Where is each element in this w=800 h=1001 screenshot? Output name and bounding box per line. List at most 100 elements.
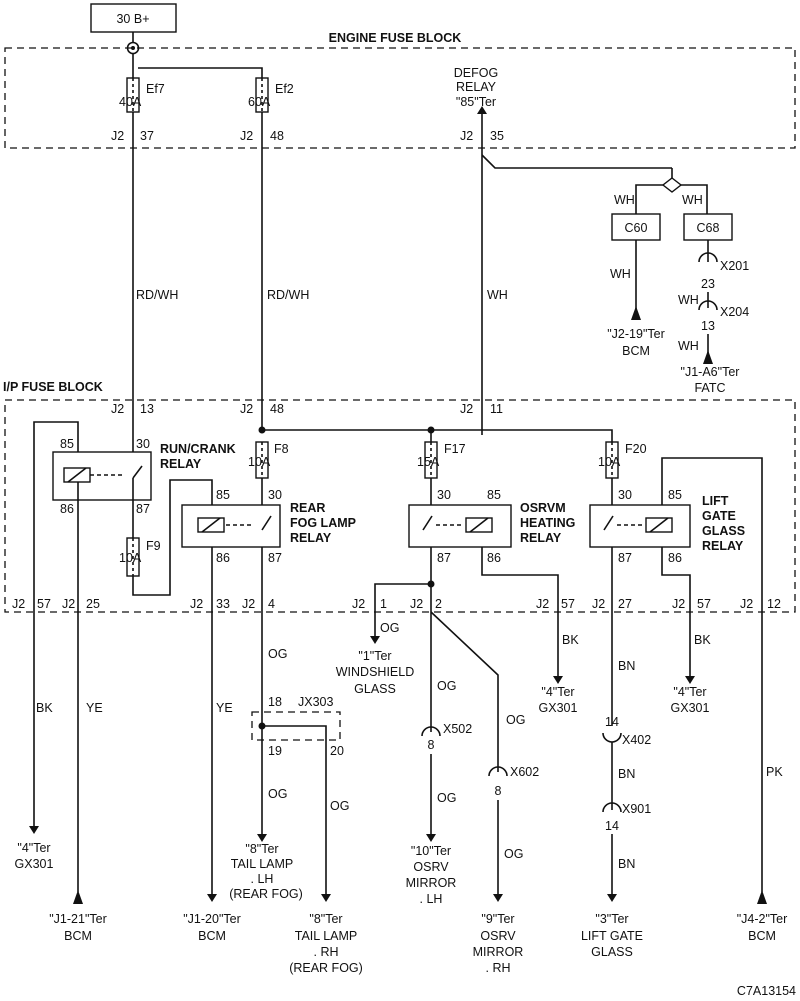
pin-37: 37 [140, 129, 154, 143]
pin-48: 48 [270, 129, 284, 143]
relay-rear-fog-line1: REAR [290, 501, 325, 515]
pin-57b: 57 [561, 597, 575, 611]
defog-relay-line2: RELAY [456, 80, 497, 94]
connector-x502-label: X502 [443, 722, 472, 736]
relay-osrvm-pin-85: 85 [487, 488, 501, 502]
terminal-tail-lh-line1: "8"Ter [245, 842, 278, 856]
wire-color-wh-x201: WH [678, 293, 699, 307]
pin-j2-57a-connector: J2 [12, 597, 25, 611]
terminal-j2-19-line1: "J2-19"Ter [607, 327, 665, 341]
relay-lift-gate-pin-85: 85 [668, 488, 682, 502]
terminal-j1-21-line1: "J1-21"Ter [49, 912, 107, 926]
wire-color-bk-left: BK [36, 701, 53, 715]
terminal-tail-lh-line2: TAIL LAMP [231, 857, 294, 871]
relay-osrvm-pin-86: 86 [487, 551, 501, 565]
wire-color-bk-mid: BK [562, 633, 579, 647]
terminal-gx301-mid-line1: "4"Ter [541, 685, 574, 699]
engine-fuse-block [4, 47, 796, 149]
pin-35: 35 [490, 129, 504, 143]
connector-x201-symbol [698, 252, 718, 263]
junction-jx303 [251, 711, 341, 741]
pin-11: 11 [490, 402, 503, 416]
terminal-osrv-lh-line3: MIRROR [406, 876, 457, 890]
terminal-osrv-rh-line4: . RH [486, 961, 511, 975]
connector-x204-symbol [698, 300, 718, 311]
fuse-ef7-rating: 40A [119, 95, 142, 109]
pin-j2-27-connector: J2 [592, 597, 605, 611]
relay-lift-gate-pin-30: 30 [618, 488, 632, 502]
connector-x201-pin: 23 [701, 277, 715, 291]
power-source-box [90, 3, 177, 33]
connector-x201-label: X201 [720, 259, 749, 273]
pin-57c: 57 [697, 597, 711, 611]
wire-color-bk-right: BK [694, 633, 711, 647]
terminal-j4-2-line1: "J4-2"Ter [737, 912, 788, 926]
power-source-label: 30 B+ [116, 12, 149, 26]
relay-run-crank [52, 451, 152, 501]
connector-x402-pin: 14 [605, 715, 619, 729]
relay-osrvm-line3: RELAY [520, 531, 562, 545]
wire-color-og-4: OG [437, 679, 456, 693]
terminal-windshield-line1: "1"Ter [358, 649, 391, 663]
wire-color-rdwh-2: RD/WH [267, 288, 309, 302]
connector-c68-label: C68 [697, 221, 720, 235]
pin-57a: 57 [37, 597, 51, 611]
pin-1: 1 [380, 597, 387, 611]
wire-color-wh-c60: WH [610, 267, 631, 281]
relay-osrvm-pin-30: 30 [437, 488, 451, 502]
connector-x402-symbol [602, 732, 622, 743]
pin-j2-12-connector: J2 [740, 597, 753, 611]
relay-lift-gate-line1: LIFT [702, 494, 729, 508]
pin-2: 2 [435, 597, 442, 611]
fuse-f17-rating: 15A [417, 455, 440, 469]
relay-run-crank-pin-30: 30 [136, 437, 150, 451]
terminal-lift-gate-line1: "3"Ter [595, 912, 628, 926]
terminal-osrv-rh-line2: OSRV [480, 929, 516, 943]
relay-osrvm-line2: HEATING [520, 516, 575, 530]
relay-osrvm [408, 504, 512, 548]
terminal-gx301-right-line2: GX301 [671, 701, 710, 715]
terminal-j1-20-line1: "J1-20"Ter [183, 912, 241, 926]
terminal-windshield-line2: WINDSHIELD [336, 665, 414, 679]
wire-color-og-2: OG [268, 787, 287, 801]
terminal-lift-gate-line2: LIFT GATE [581, 929, 643, 943]
pin-j2-13-connector: J2 [111, 402, 124, 416]
connector-x204-pin: 13 [701, 319, 715, 333]
terminal-tail-rh-line2: TAIL LAMP [295, 929, 358, 943]
connector-x502-pin: 8 [428, 738, 435, 752]
connector-x502-symbol [421, 726, 441, 737]
defog-relay-line1: DEFOG [454, 66, 498, 80]
relay-rear-fog-pin-85: 85 [216, 488, 230, 502]
pin-j2-35-connector: J2 [460, 129, 473, 143]
wire-color-og-6: OG [506, 713, 525, 727]
fuse-ef2-rating: 60A [248, 95, 271, 109]
terminal-j1-a6-line1: "J1-A6"Ter [681, 365, 740, 379]
terminal-osrv-lh-line4: . LH [420, 892, 443, 906]
pin-j2-48-connector: J2 [240, 129, 253, 143]
terminal-osrv-lh-line2: OSRV [413, 860, 449, 874]
wire-color-og-3: OG [330, 799, 349, 813]
junction-jx303-pin-18: 18 [268, 695, 282, 709]
fuse-ef7-name: Ef7 [146, 82, 165, 96]
wire-color-pk: PK [766, 765, 783, 779]
wire-color-og-5: OG [437, 791, 456, 805]
wire-color-rdwh-1: RD/WH [136, 288, 178, 302]
terminal-tail-rh-line3: . RH [314, 945, 339, 959]
connector-x602-pin: 8 [495, 784, 502, 798]
fuse-f20-rating: 10A [598, 455, 621, 469]
pin-12: 12 [767, 597, 781, 611]
terminal-gx301-right-line1: "4"Ter [673, 685, 706, 699]
terminal-tail-rh-line4: (REAR FOG) [289, 961, 363, 975]
pin-j2-2-connector: J2 [410, 597, 423, 611]
ip-fuse-block-title: I/P FUSE BLOCK [3, 380, 103, 394]
pin-j2-57b-connector: J2 [536, 597, 549, 611]
fuse-f8-rating: 10A [248, 455, 271, 469]
pin-33: 33 [216, 597, 230, 611]
fuse-f17-name: F17 [444, 442, 466, 456]
pin-j2-37-connector: J2 [111, 129, 124, 143]
wire-color-ye-2: YE [216, 701, 233, 715]
relay-run-crank-pin-86: 86 [60, 502, 74, 516]
junction-jx303-pin-20: 20 [330, 744, 344, 758]
connector-x204-label: X204 [720, 305, 749, 319]
